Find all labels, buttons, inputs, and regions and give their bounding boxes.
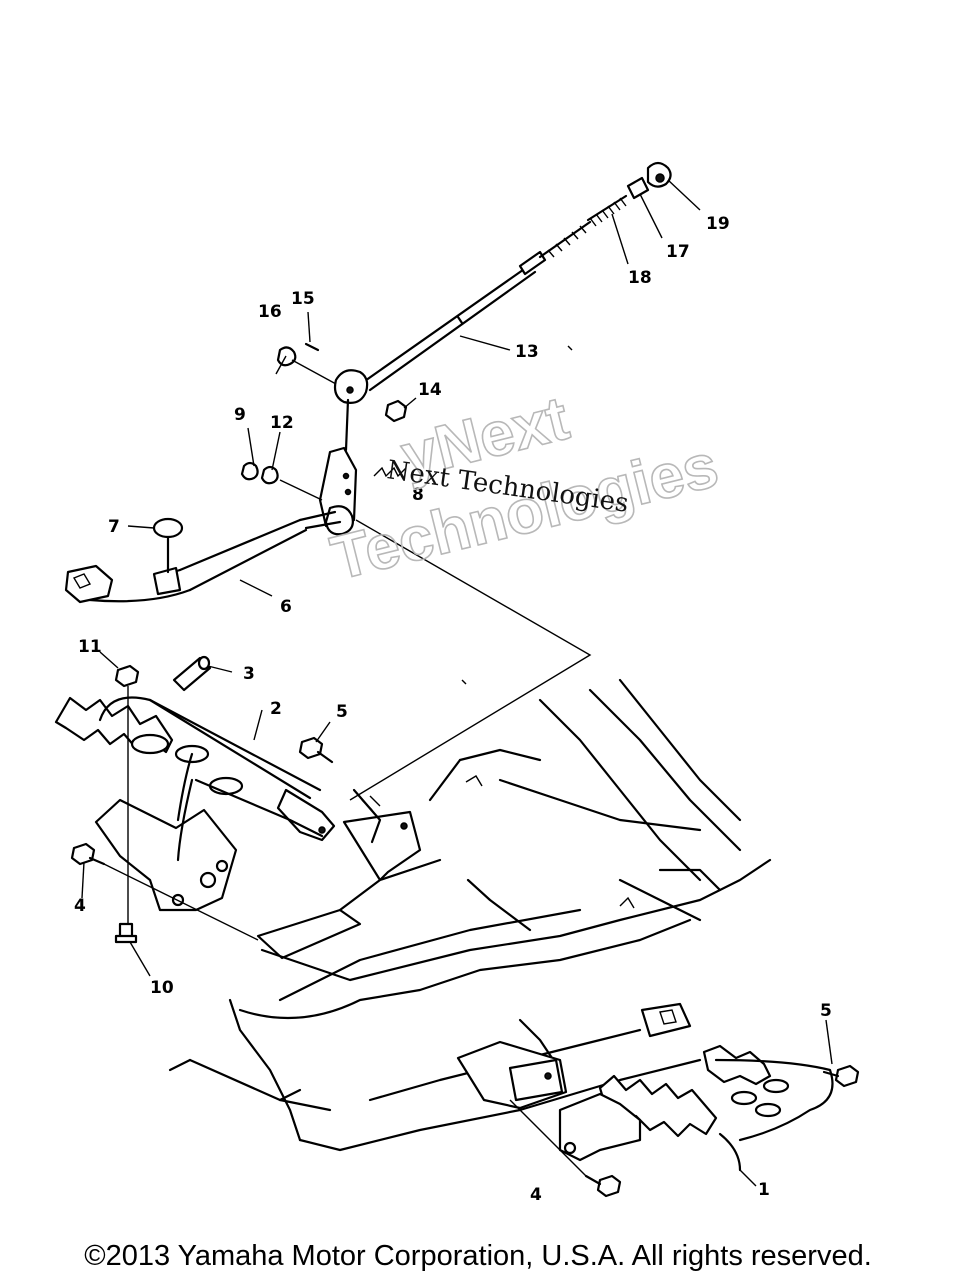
callout-10: 10 xyxy=(150,978,174,998)
callout-15: 15 xyxy=(291,289,315,309)
callout-5-right: 5 xyxy=(820,1001,832,1021)
nut-11 xyxy=(114,664,140,930)
callout-17: 17 xyxy=(666,242,690,262)
callout-4-right: 4 xyxy=(530,1185,542,1205)
callout-19: 19 xyxy=(706,214,730,234)
watermark: yNext Technologies Next Technologies xyxy=(324,383,726,594)
callout-16: 16 xyxy=(258,302,282,322)
footrest-right-1 xyxy=(558,1044,834,1172)
footrest-left-2 xyxy=(54,696,336,912)
callout-13: 13 xyxy=(515,342,539,362)
pin-16-15 xyxy=(276,342,337,385)
callout-11: 11 xyxy=(78,637,102,657)
spring-8 xyxy=(373,466,407,478)
joint-17 xyxy=(626,176,650,200)
callout-labels: 1 2 3 4 4 5 5 6 7 8 9 10 11 12 13 14 15 … xyxy=(74,214,832,1205)
callout-1: 1 xyxy=(758,1180,770,1200)
washer-9-12 xyxy=(240,461,323,501)
callout-4-left: 4 xyxy=(74,896,86,916)
bolt-5-left xyxy=(298,736,334,764)
collar-3 xyxy=(172,655,212,692)
callout-14: 14 xyxy=(418,380,442,400)
rod-joint-lever xyxy=(333,369,369,452)
bolt-5-right xyxy=(822,1064,860,1088)
callout-18: 18 xyxy=(628,268,652,288)
frame xyxy=(168,345,772,1152)
spring-18 xyxy=(586,194,628,227)
bolt-4-left xyxy=(70,842,259,941)
bolt-4-right xyxy=(509,1099,622,1198)
callout-5-left: 5 xyxy=(336,702,348,722)
brake-rod-13 xyxy=(360,220,592,392)
callout-9: 9 xyxy=(234,405,246,425)
callout-6: 6 xyxy=(280,597,292,617)
pad-7 xyxy=(152,517,184,574)
adjusting-nut-19 xyxy=(646,161,672,188)
nut-14 xyxy=(384,399,408,423)
bolt-10 xyxy=(114,922,138,944)
callout-2: 2 xyxy=(270,699,282,719)
callout-8: 8 xyxy=(412,485,424,505)
copyright-notice: ©2013 Yamaha Motor Corporation, U.S.A. A… xyxy=(84,1240,872,1272)
callout-7: 7 xyxy=(108,517,120,537)
callout-3: 3 xyxy=(243,664,255,684)
leader-lines xyxy=(81,179,833,1187)
callout-12: 12 xyxy=(270,413,294,433)
